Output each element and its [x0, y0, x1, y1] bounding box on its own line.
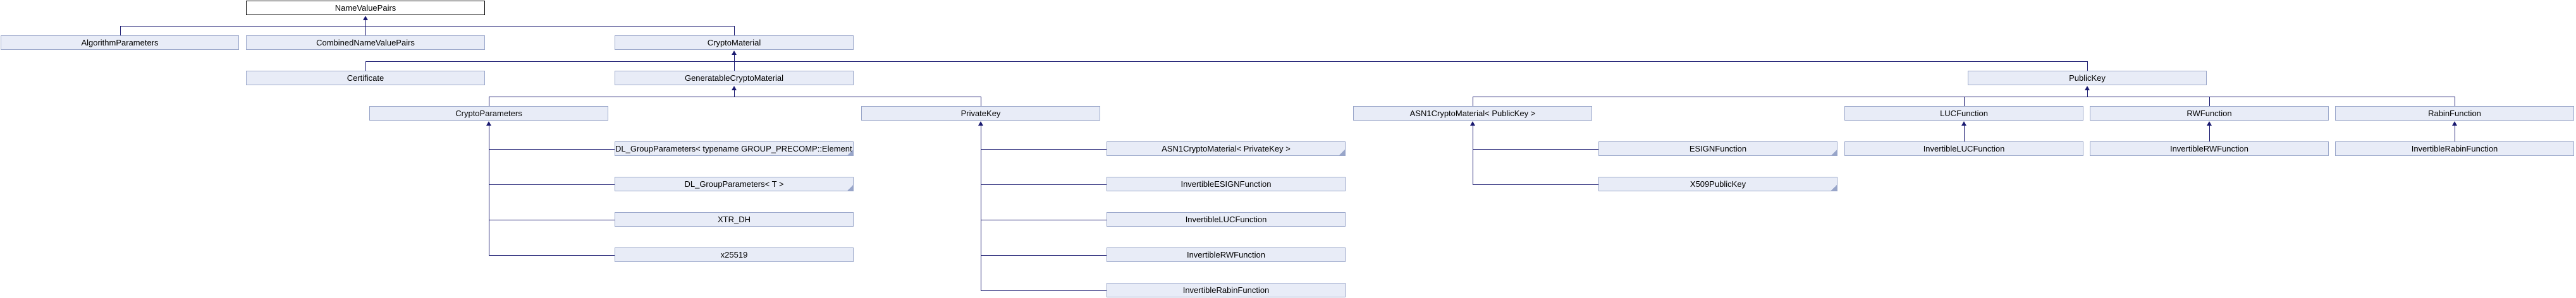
- edge-line: [734, 26, 735, 35]
- node-asn1_publickey[interactable]: ASN1CryptoMaterial< PublicKey >: [1353, 106, 1592, 121]
- edge-line: [489, 149, 615, 150]
- node-lucfunction[interactable]: LUCFunction: [1844, 106, 2083, 121]
- edge-line: [734, 54, 735, 62]
- node-rabinfunction[interactable]: RabinFunction: [2335, 106, 2574, 121]
- edge-line: [734, 61, 735, 71]
- node-xtr_dh[interactable]: XTR_DH: [615, 212, 854, 227]
- inheritance-arrowhead: [2207, 121, 2212, 126]
- node-x25519[interactable]: x25519: [615, 247, 854, 262]
- node-generatablecryptomaterial[interactable]: GeneratableCryptoMaterial: [615, 71, 854, 85]
- edge-line: [981, 255, 1107, 256]
- inheritance-arrowhead: [1470, 121, 1475, 126]
- edge-line: [365, 26, 366, 35]
- node-certificate[interactable]: Certificate: [246, 71, 485, 85]
- fold-corner-icon: [847, 150, 853, 155]
- inheritance-arrowhead: [732, 51, 737, 55]
- node-dl_gp_t[interactable]: DL_GroupParameters< T >: [615, 177, 854, 191]
- edge-line: [981, 184, 1107, 185]
- node-combinednamevaluepairs[interactable]: CombinedNameValuePairs: [246, 35, 485, 50]
- fold-corner-icon: [1339, 150, 1345, 155]
- edge-line: [981, 149, 1107, 150]
- inheritance-arrowhead: [978, 121, 983, 126]
- node-inv_esign[interactable]: InvertibleESIGNFunction: [1107, 177, 1346, 191]
- edge-line: [489, 255, 615, 256]
- node-cryptoparameters[interactable]: CryptoParameters: [369, 106, 608, 121]
- node-x509publickey[interactable]: X509PublicKey: [1598, 177, 1837, 191]
- edge-line: [734, 89, 735, 97]
- node-inv_luc_pk[interactable]: InvertibleLUCFunction: [1107, 212, 1346, 227]
- inheritance-arrowhead: [486, 121, 491, 126]
- node-asn1_privatekey[interactable]: ASN1CryptoMaterial< PrivateKey >: [1107, 141, 1346, 156]
- inheritance-arrowhead: [2085, 86, 2090, 90]
- node-privatekey[interactable]: PrivateKey: [861, 106, 1100, 121]
- inheritance-arrowhead: [1961, 121, 1966, 126]
- node-dl_gp_element[interactable]: DL_GroupParameters< typename GROUP_PRECO…: [615, 141, 854, 156]
- edge-line: [1964, 124, 1965, 141]
- edge-line: [120, 26, 121, 35]
- edge-line: [1473, 149, 1599, 150]
- node-rwfunction[interactable]: RWFunction: [2090, 106, 2329, 121]
- edge-line: [489, 184, 615, 185]
- edge-line: [365, 19, 366, 27]
- node-inv_rw_pk[interactable]: InvertibleRWFunction: [1107, 247, 1346, 262]
- edge-line: [981, 290, 1107, 291]
- fold-corner-icon: [847, 185, 853, 191]
- node-inv_rabin_pk[interactable]: InvertibleRabinFunction: [1107, 283, 1346, 297]
- node-esignfunction[interactable]: ESIGNFunction: [1598, 141, 1837, 156]
- inheritance-arrowhead: [2452, 121, 2457, 126]
- edge-line: [120, 26, 735, 27]
- node-namevaluepairs[interactable]: NameValuePairs: [246, 1, 485, 15]
- node-inv_rabin_direct[interactable]: InvertibleRabinFunction: [2335, 141, 2574, 156]
- inheritance-arrowhead: [732, 86, 737, 90]
- edge-line: [2087, 61, 2088, 71]
- fold-corner-icon: [1831, 185, 1837, 191]
- node-inv_luc_direct[interactable]: InvertibleLUCFunction: [1844, 141, 2083, 156]
- node-algorithmparameters[interactable]: AlgorithmParameters: [1, 35, 239, 50]
- edge-line: [2209, 124, 2210, 141]
- inheritance-arrowhead: [363, 16, 368, 20]
- edge-line: [365, 61, 2088, 62]
- edge-line: [365, 61, 366, 71]
- edge-line: [2209, 97, 2210, 106]
- node-publickey[interactable]: PublicKey: [1968, 71, 2207, 85]
- node-inv_rw_direct[interactable]: InvertibleRWFunction: [2090, 141, 2329, 156]
- fold-corner-icon: [1831, 150, 1837, 155]
- node-cryptomaterial[interactable]: CryptoMaterial: [615, 35, 854, 50]
- edge-line: [1473, 184, 1599, 185]
- edge-line: [2087, 89, 2088, 97]
- edge-line: [1964, 97, 1965, 106]
